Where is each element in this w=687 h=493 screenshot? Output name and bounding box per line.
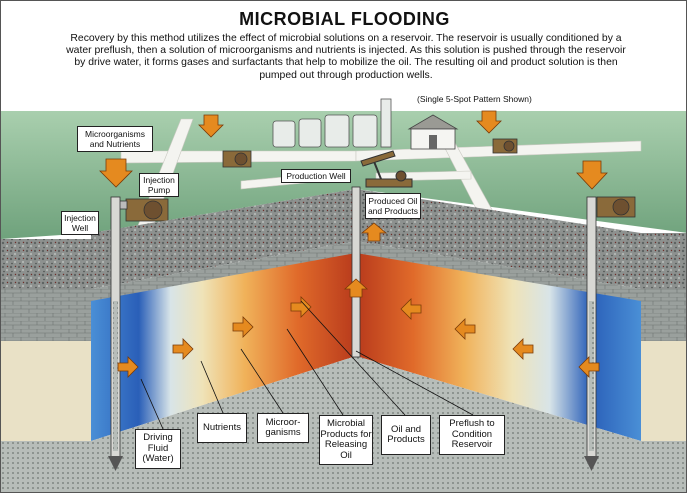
- arrow-down-back-right: [476, 110, 502, 134]
- center-production-well: [351, 186, 361, 358]
- arrow-up-center: [343, 278, 369, 298]
- flow-arrows: [99, 110, 608, 378]
- diagram-description: Recovery by this method utilizes the eff…: [66, 33, 626, 81]
- reservoir-right: [356, 253, 641, 441]
- label-produced-oil: Produced Oil and Products: [365, 193, 421, 219]
- arrow-left-4: [400, 298, 422, 320]
- pumpjack: [360, 150, 413, 188]
- reservoir-side-left: [1, 341, 91, 441]
- zone-label-preflush: Preflush to Condition Reservoir: [439, 415, 505, 455]
- storage-tanks: [272, 98, 392, 148]
- arrow-down-back-left: [198, 114, 224, 138]
- topsoil-left: [91, 189, 356, 289]
- building: [407, 114, 459, 150]
- right-injection-well: [584, 196, 599, 471]
- arrow-up-production: [360, 222, 388, 242]
- caprock-side-right: [641, 289, 686, 341]
- arrow-left-3: [454, 318, 476, 340]
- left-injection-well: [108, 196, 123, 471]
- arrow-left-1: [578, 356, 600, 378]
- arrow-right-1: [117, 356, 139, 378]
- injection-pump-back-left: [222, 150, 252, 168]
- reservoir-side-right: [641, 341, 686, 441]
- diagram-title: MICROBIAL FLOODING: [239, 9, 450, 29]
- arrow-right-4: [290, 296, 312, 318]
- zone-label-microbial-products: Microbial Products for Releasing Oil: [319, 415, 373, 465]
- injection-pump-back-right: [492, 138, 518, 154]
- reservoir-left: [91, 253, 356, 441]
- label-injection-well: Injection Well: [61, 211, 99, 235]
- topsoil-side-left: [1, 239, 91, 289]
- topsoil-side-right: [641, 233, 686, 289]
- zone-label-nutrients: Nutrients: [197, 413, 247, 443]
- arrow-down-right-well: [576, 160, 608, 190]
- injection-pump-right: [596, 196, 636, 218]
- label-microorganisms-nutrients: Microorganisms and Nutrients: [77, 126, 153, 152]
- zone-label-microorganisms: Microor- ganisms: [257, 413, 309, 443]
- pattern-note: (Single 5-Spot Pattern Shown): [417, 94, 532, 104]
- label-injection-pump: Injection Pump: [139, 173, 179, 197]
- zone-label-driving-fluid: Driving Fluid (Water): [135, 429, 181, 469]
- label-production-well: Production Well: [281, 169, 351, 183]
- leader-lines: [140, 300, 474, 430]
- arrow-right-3: [232, 316, 254, 338]
- caprock-side-left: [1, 289, 91, 341]
- zone-label-oil-products: Oil and Products: [381, 415, 431, 455]
- arrow-right-2: [172, 338, 194, 360]
- arrow-left-2: [512, 338, 534, 360]
- topsoil-right: [356, 189, 641, 289]
- arrow-down-left-well: [99, 158, 133, 188]
